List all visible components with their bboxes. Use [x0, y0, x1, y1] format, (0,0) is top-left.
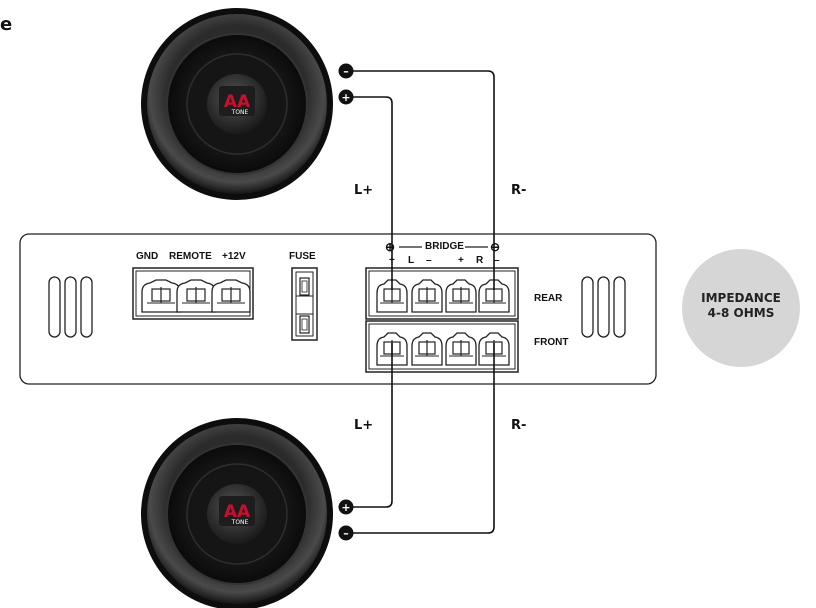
plus12v-label: +12V	[222, 251, 246, 262]
header-fragment: e	[0, 14, 13, 35]
speaker-bottom-minus-terminal: –	[338, 525, 354, 541]
speaker-logo: AA TONE	[219, 86, 255, 116]
speaker-top-minus-terminal: –	[338, 63, 354, 79]
bridge-plus-icon: ⊕	[385, 240, 396, 254]
terminal-label-right: R	[476, 255, 484, 266]
wire-label-bottom-left: L+	[354, 418, 374, 433]
impedance-line1: IMPEDANCE	[701, 291, 781, 305]
terminal-label-right-plus: +	[458, 255, 464, 266]
wire-label-top-left: L+	[354, 183, 374, 198]
svg-text:+: +	[341, 501, 350, 514]
wire-bottom-right-minus	[346, 343, 495, 534]
svg-text:–: –	[343, 527, 349, 540]
wire-top-left-plus	[346, 96, 393, 290]
remote-label: REMOTE	[169, 251, 212, 262]
wire-label-bottom-right: R-	[511, 418, 527, 433]
svg-text:TONE: TONE	[231, 109, 249, 116]
amp-vent-right	[581, 276, 626, 338]
speaker-terminal-rear-3	[445, 279, 477, 313]
terminal-label-left-plus: +	[389, 255, 395, 266]
svg-text:+: +	[341, 91, 350, 104]
wires	[346, 70, 495, 534]
fuse-label: FUSE	[289, 251, 316, 262]
wire-label-top-right: R-	[511, 183, 527, 198]
speaker-top: AA TONE	[141, 8, 333, 200]
fuse-holder	[291, 267, 318, 341]
speaker-terminal-front-3	[445, 332, 477, 366]
speaker-terminal-rear-2	[411, 279, 443, 313]
impedance-badge: IMPEDANCE 4-8 OHMS	[682, 249, 800, 367]
svg-text:–: –	[343, 65, 349, 78]
terminal-label-left: L	[408, 255, 415, 266]
terminal-label-right-minus: –	[494, 255, 500, 266]
impedance-line2: 4-8 OHMS	[707, 306, 775, 320]
svg-text:TONE: TONE	[231, 519, 249, 526]
speaker-logo: AA TONE	[219, 496, 255, 526]
speaker-terminal-rear-4	[478, 279, 510, 313]
svg-text:AA: AA	[224, 92, 251, 112]
rear-label: REAR	[534, 293, 563, 304]
terminal-label-left-minus: –	[426, 255, 432, 266]
speaker-top-plus-terminal: +	[338, 89, 354, 105]
wire-top-right-minus	[346, 70, 495, 290]
speaker-bottom-plus-terminal: +	[338, 499, 354, 515]
speaker-terminal-rear-1	[376, 279, 408, 313]
amplifier-body	[19, 233, 657, 385]
bridge-minus-icon: ⊖	[490, 240, 501, 254]
gnd-label: GND	[136, 251, 159, 262]
speaker-terminal-front-2	[411, 332, 443, 366]
speaker-bottom: AA TONE	[141, 418, 333, 608]
front-label: FRONT	[534, 337, 569, 348]
bridge-label: BRIDGE	[425, 241, 464, 252]
power-terminal-block	[132, 267, 254, 320]
svg-text:AA: AA	[224, 502, 251, 522]
amp-vent-left	[48, 276, 93, 338]
wire-bottom-left-plus	[346, 343, 393, 508]
